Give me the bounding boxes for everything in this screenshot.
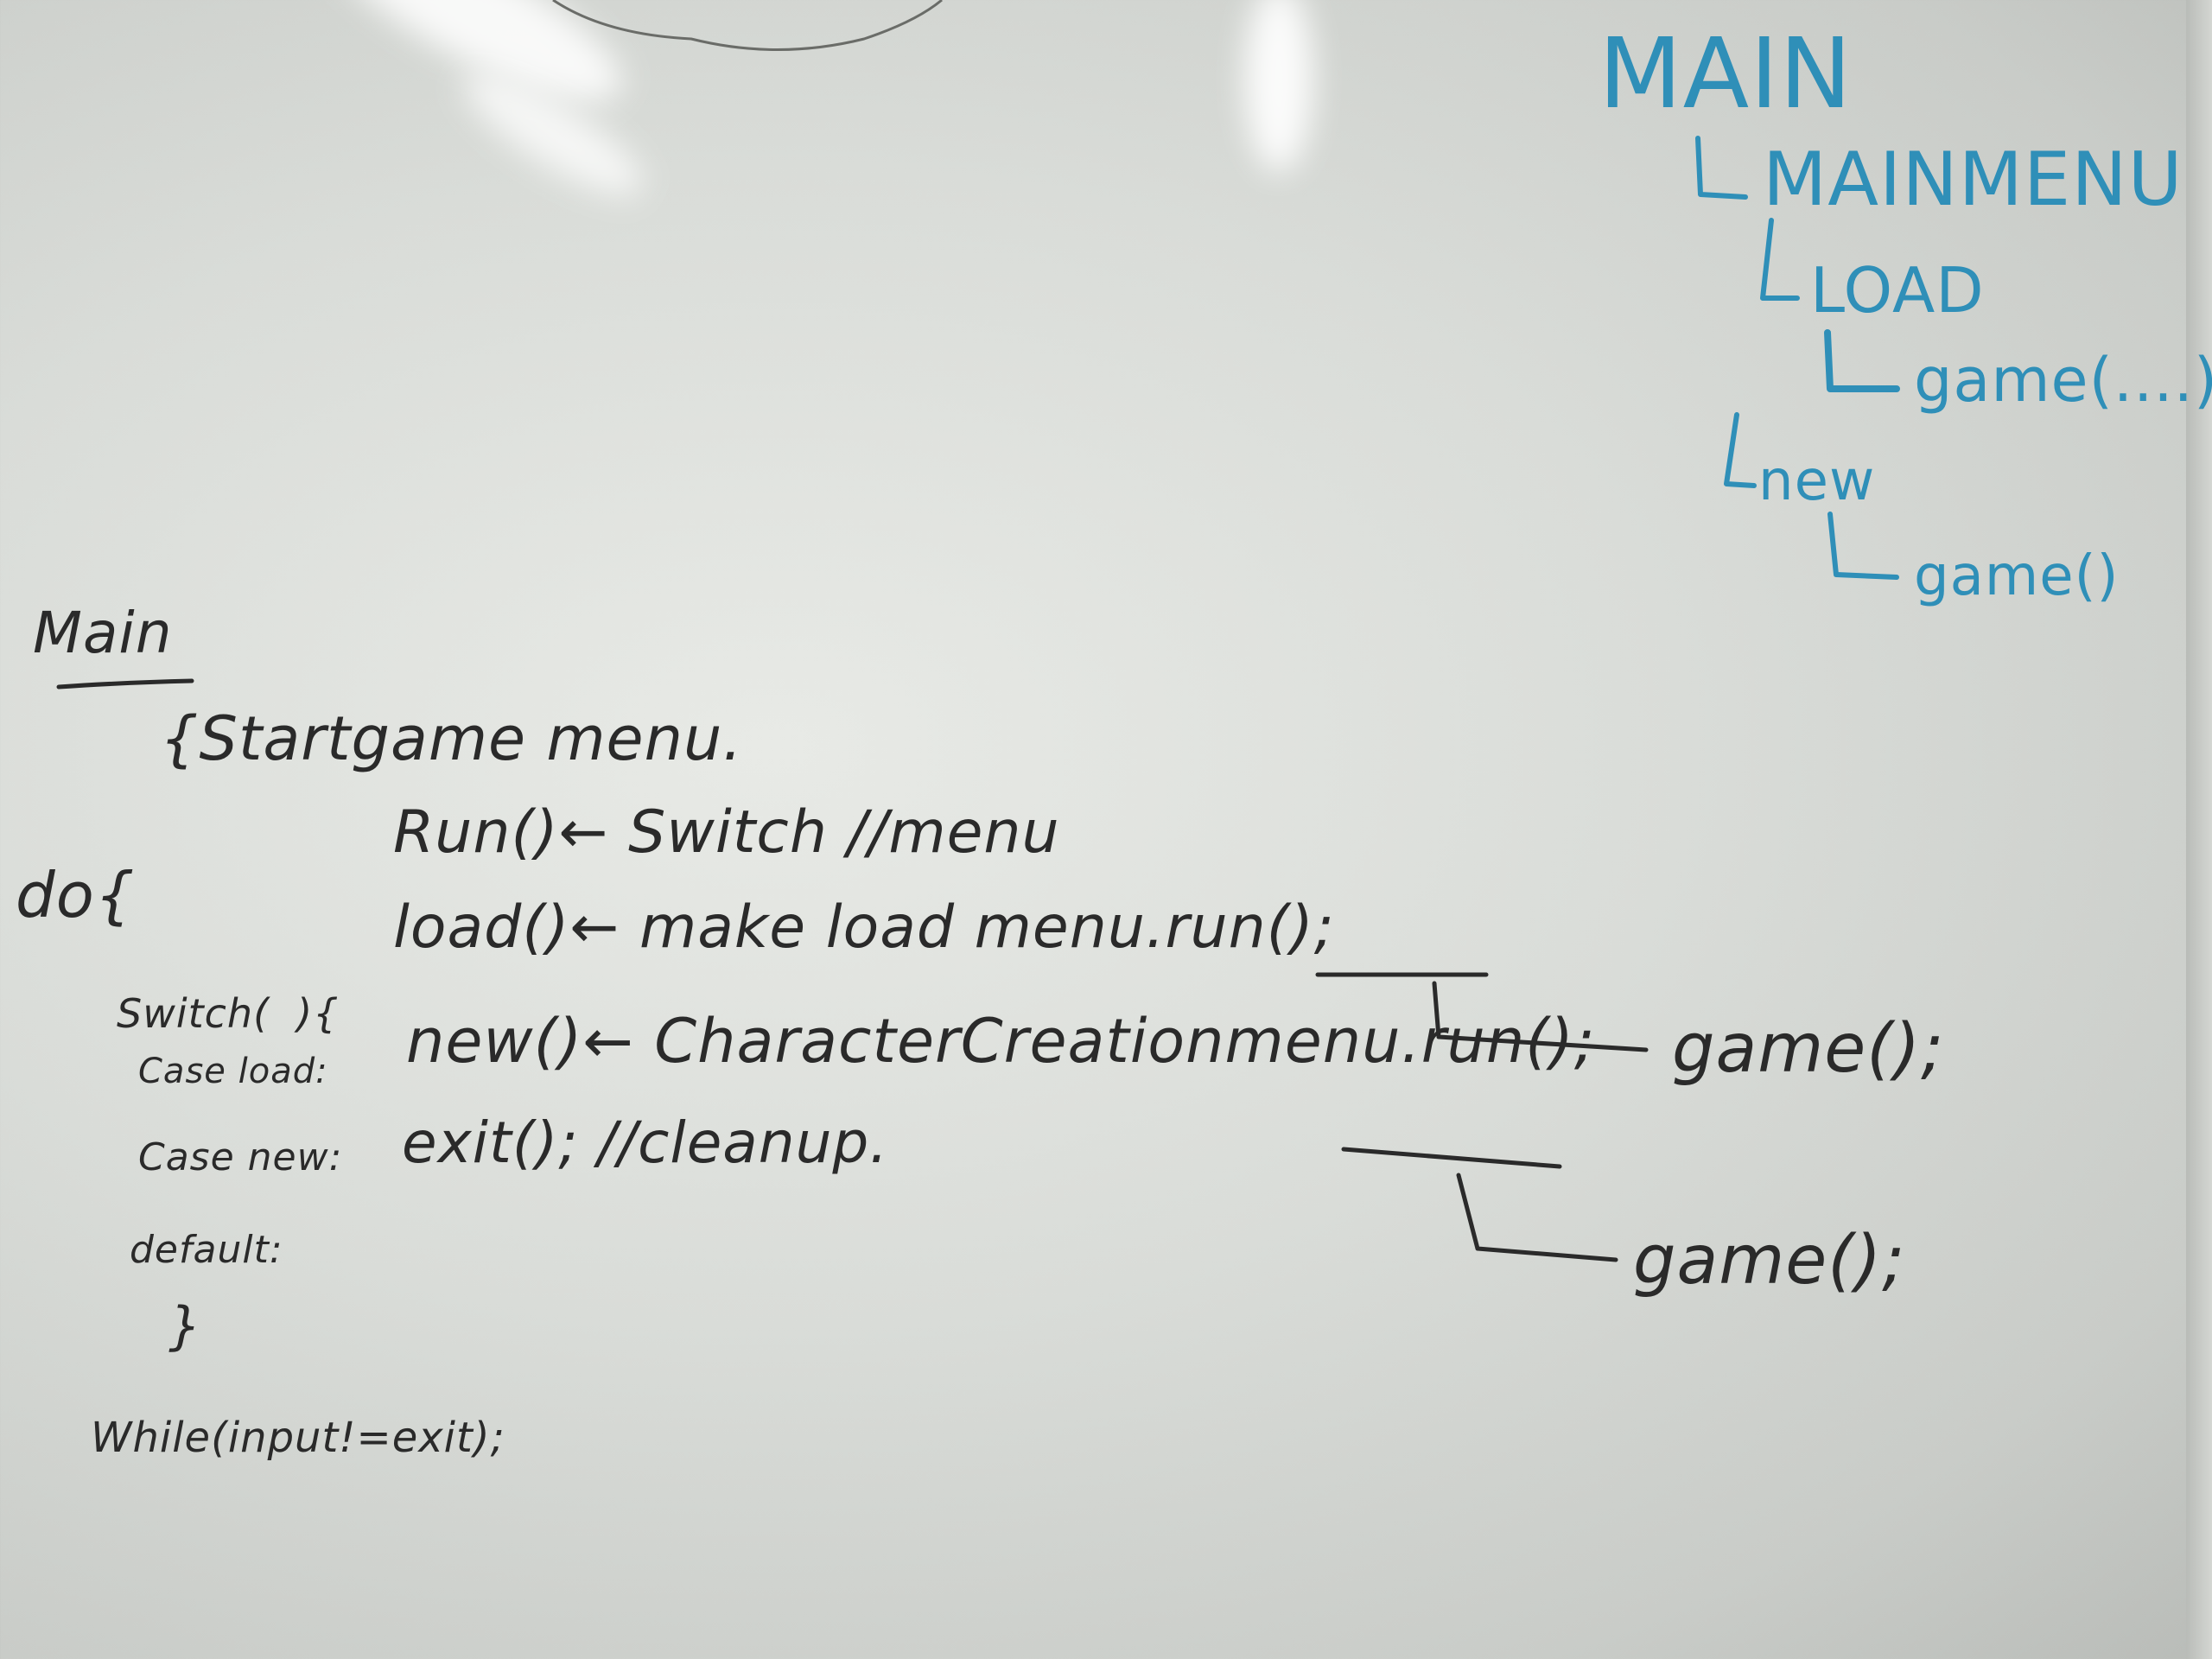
load-line: load()← make load menu.run(); xyxy=(393,893,1335,962)
exit-line: exit(); //cleanup. xyxy=(402,1109,889,1176)
case-load-label: Case load: xyxy=(138,1052,328,1091)
board-frame-edge xyxy=(2186,0,2212,1659)
do-label: do{ xyxy=(16,859,136,931)
default-label: default: xyxy=(130,1228,283,1272)
tree-new-game: game() xyxy=(1914,544,2120,608)
while-line: While(input!=exit); xyxy=(91,1414,505,1462)
case-new-label: Case new: xyxy=(138,1135,343,1179)
tree-branch-new-game xyxy=(1827,512,1899,580)
connector-2 xyxy=(1456,1173,1618,1262)
tree-load: LOAD xyxy=(1810,254,1985,327)
tree-new: new xyxy=(1758,449,1876,513)
new-line: new()← CharacterCreationmenu.run(); xyxy=(406,1006,1596,1077)
main-underline xyxy=(56,678,194,690)
game-call-2: game(); xyxy=(1633,1222,1906,1300)
tree-branch-load-game xyxy=(1824,329,1900,392)
tree-load-game: game(....) xyxy=(1914,345,2212,416)
top-smudge xyxy=(552,0,943,51)
tree-branch-mainmenu xyxy=(1695,136,1748,200)
tree-branch-new xyxy=(1724,412,1757,488)
tree-mainmenu: MAINMENU xyxy=(1763,137,2183,223)
run-line: Run()← Switch //menu xyxy=(393,798,1060,867)
tree-branch-load xyxy=(1760,218,1800,301)
game-call-1: game(); xyxy=(1672,1010,1945,1088)
startgame-text: {Startgame menu. xyxy=(160,703,743,774)
connector-1 xyxy=(1432,981,1649,1052)
switch-label: Switch( ){ xyxy=(117,990,340,1037)
tree-root: MAIN xyxy=(1599,18,1853,130)
run-underline-2 xyxy=(1341,1147,1562,1169)
main-heading: Main xyxy=(33,600,173,666)
close-brace: } xyxy=(168,1296,203,1357)
